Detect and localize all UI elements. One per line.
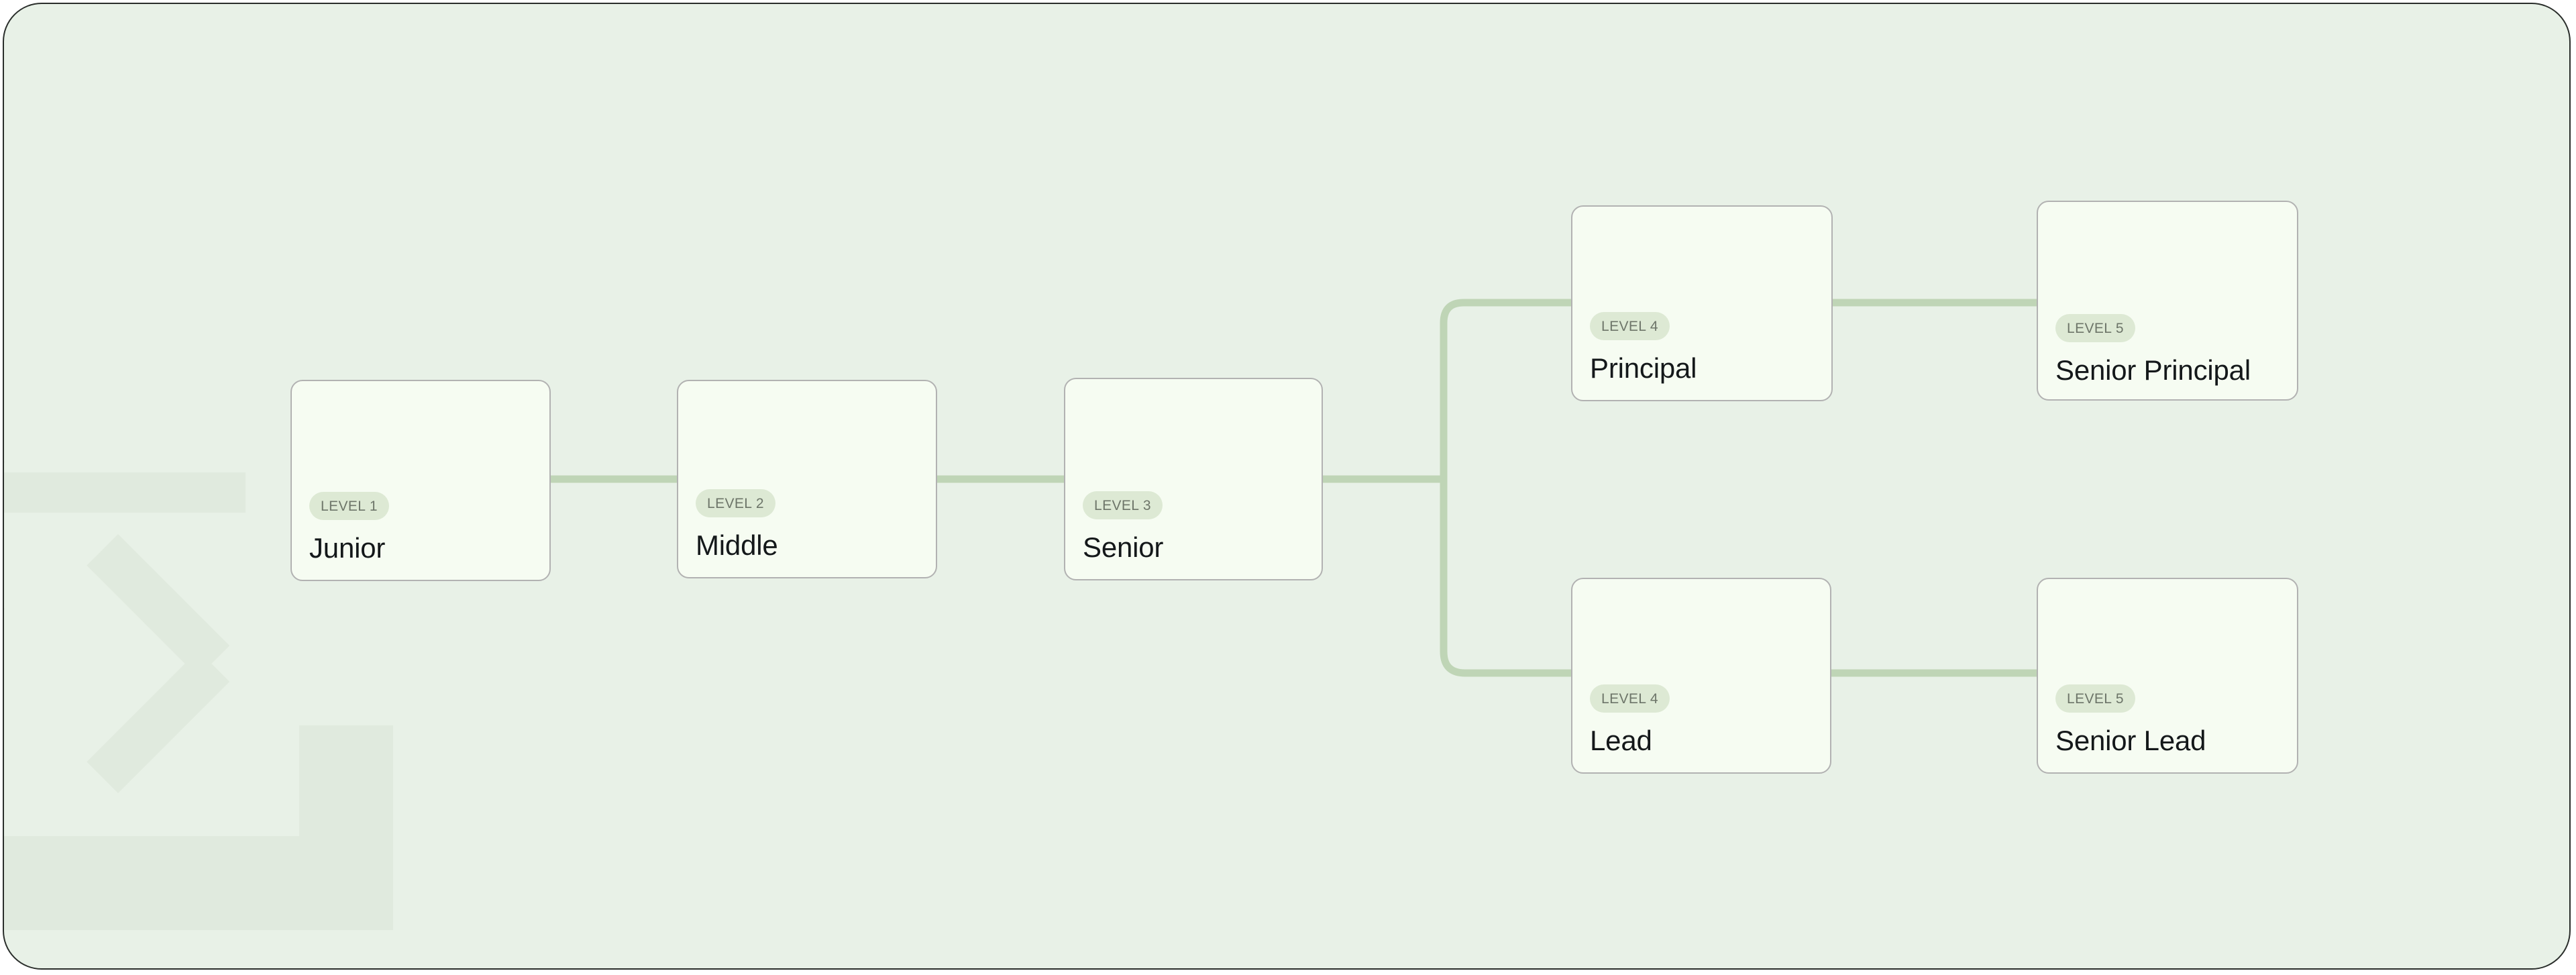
node-title: Senior Lead [2055, 725, 2206, 757]
node-card-middle[interactable]: LEVEL 2 Middle [677, 380, 937, 578]
node-badge-level: LEVEL 1 [309, 492, 389, 521]
node-card-senior-lead[interactable]: LEVEL 5 Senior Lead [2037, 578, 2298, 774]
watermark-bar-top [4, 472, 246, 513]
watermark-chevron-right-lower [87, 650, 230, 793]
node-badge-level: LEVEL 3 [1083, 491, 1163, 520]
node-card-junior[interactable]: LEVEL 1 Junior [290, 380, 551, 581]
career-progression-panel: LEVEL 1 Junior LEVEL 2 Middle LEVEL 3 Se… [3, 3, 2571, 970]
node-title: Middle [696, 529, 778, 562]
node-title: Junior [309, 532, 386, 564]
node-badge-level: LEVEL 5 [2055, 684, 2135, 713]
node-title: Principal [1590, 352, 1697, 384]
edge-branch-lead [1440, 479, 1574, 677]
watermark-bar-bottom [4, 836, 393, 930]
node-card-senior-principal[interactable]: LEVEL 5 Senior Principal [2037, 201, 2298, 401]
node-title: Senior Principal [2055, 354, 2251, 387]
node-title: Lead [1590, 725, 1652, 757]
node-title: Senior [1083, 531, 1164, 564]
node-card-senior[interactable]: LEVEL 3 Senior [1064, 378, 1323, 580]
edge-branch-principal [1440, 299, 1574, 479]
node-badge-level: LEVEL 2 [696, 489, 775, 518]
node-badge-level: LEVEL 4 [1590, 312, 1670, 341]
watermark-chevron-right-upper [87, 534, 230, 677]
node-card-principal[interactable]: LEVEL 4 Principal [1571, 205, 1833, 401]
node-badge-level: LEVEL 5 [2055, 314, 2135, 343]
watermark-hook [299, 725, 393, 930]
node-card-lead[interactable]: LEVEL 4 Lead [1571, 578, 1831, 774]
watermark-chevron-left-upper [4, 514, 5, 639]
node-badge-level: LEVEL 4 [1590, 684, 1670, 713]
watermark-chevron-left-lower [4, 432, 5, 557]
